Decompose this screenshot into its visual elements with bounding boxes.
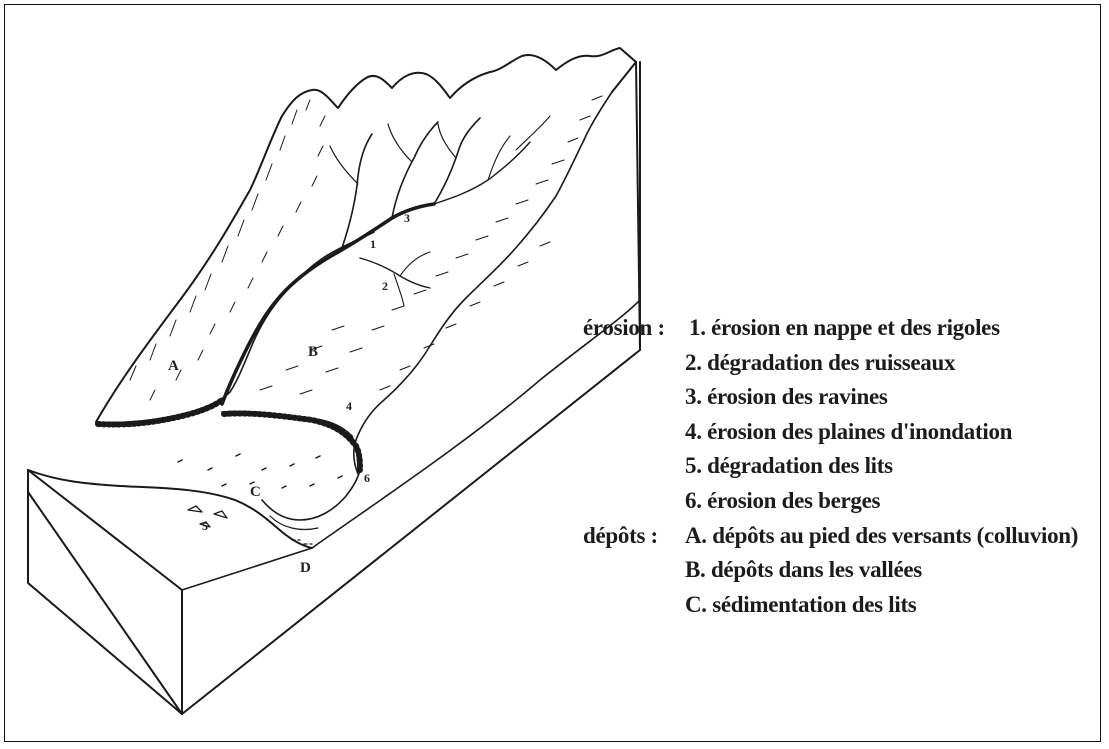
legend-depots-item-b: B. dépôts dans les vallées [685,553,922,588]
label-3: 3 [404,211,410,225]
tributary-7 [434,142,530,204]
tributary-11 [400,252,430,276]
label-b: B [308,344,318,360]
block-front-face [28,470,182,714]
legend-erosion-item-1: 1. érosion en nappe et des rigoles [689,311,1000,346]
label-6: 6 [364,471,370,485]
valley-band-b [224,413,360,470]
valley-right-bank [222,411,358,470]
tributary-1 [342,134,372,248]
valley-left-bank [96,232,374,423]
tributary-4 [388,124,412,162]
legend-erosion-item-6: 6. érosion des berges [685,484,880,519]
label-5: 5 [202,519,208,533]
label-c: C [250,484,261,500]
sediment-blob [188,506,202,512]
slope-hachures-left [130,100,325,400]
tributary-10 [360,258,430,288]
block-side-face [182,62,640,714]
tributary-8 [488,136,510,180]
legend-depots-item-c: C. sédimentation des lits [685,588,916,623]
floodplain-marks [178,454,342,488]
legend-erosion-item-2: 2. dégradation des ruisseaux [685,346,955,381]
legend-depots-item-a: A. dépôts au pied des versants (colluvio… [685,519,1078,554]
colluvion-band-a [98,400,222,425]
label-1: 1 [370,237,376,251]
tributary-6 [438,124,456,158]
label-a: A [168,358,179,374]
legend-erosion-item-3: 3. érosion des ravines [685,380,888,415]
tributary-2 [330,146,358,184]
legend-erosion-item-4: 4. érosion des plaines d'inondation [685,415,1012,450]
label-d: D [300,560,311,576]
legend-depots-label: dépôts : [583,519,658,554]
legend-erosion-label: érosion : [583,311,665,346]
tributary-9 [516,116,550,150]
legend-erosion-item-5: 5. dégradation des lits [685,449,893,484]
tributary-12 [394,274,404,306]
tributary-5 [434,118,480,204]
main-channel [222,204,434,404]
label-4: 4 [346,399,352,413]
sediment-blob [214,511,227,518]
label-2: 2 [382,279,388,293]
